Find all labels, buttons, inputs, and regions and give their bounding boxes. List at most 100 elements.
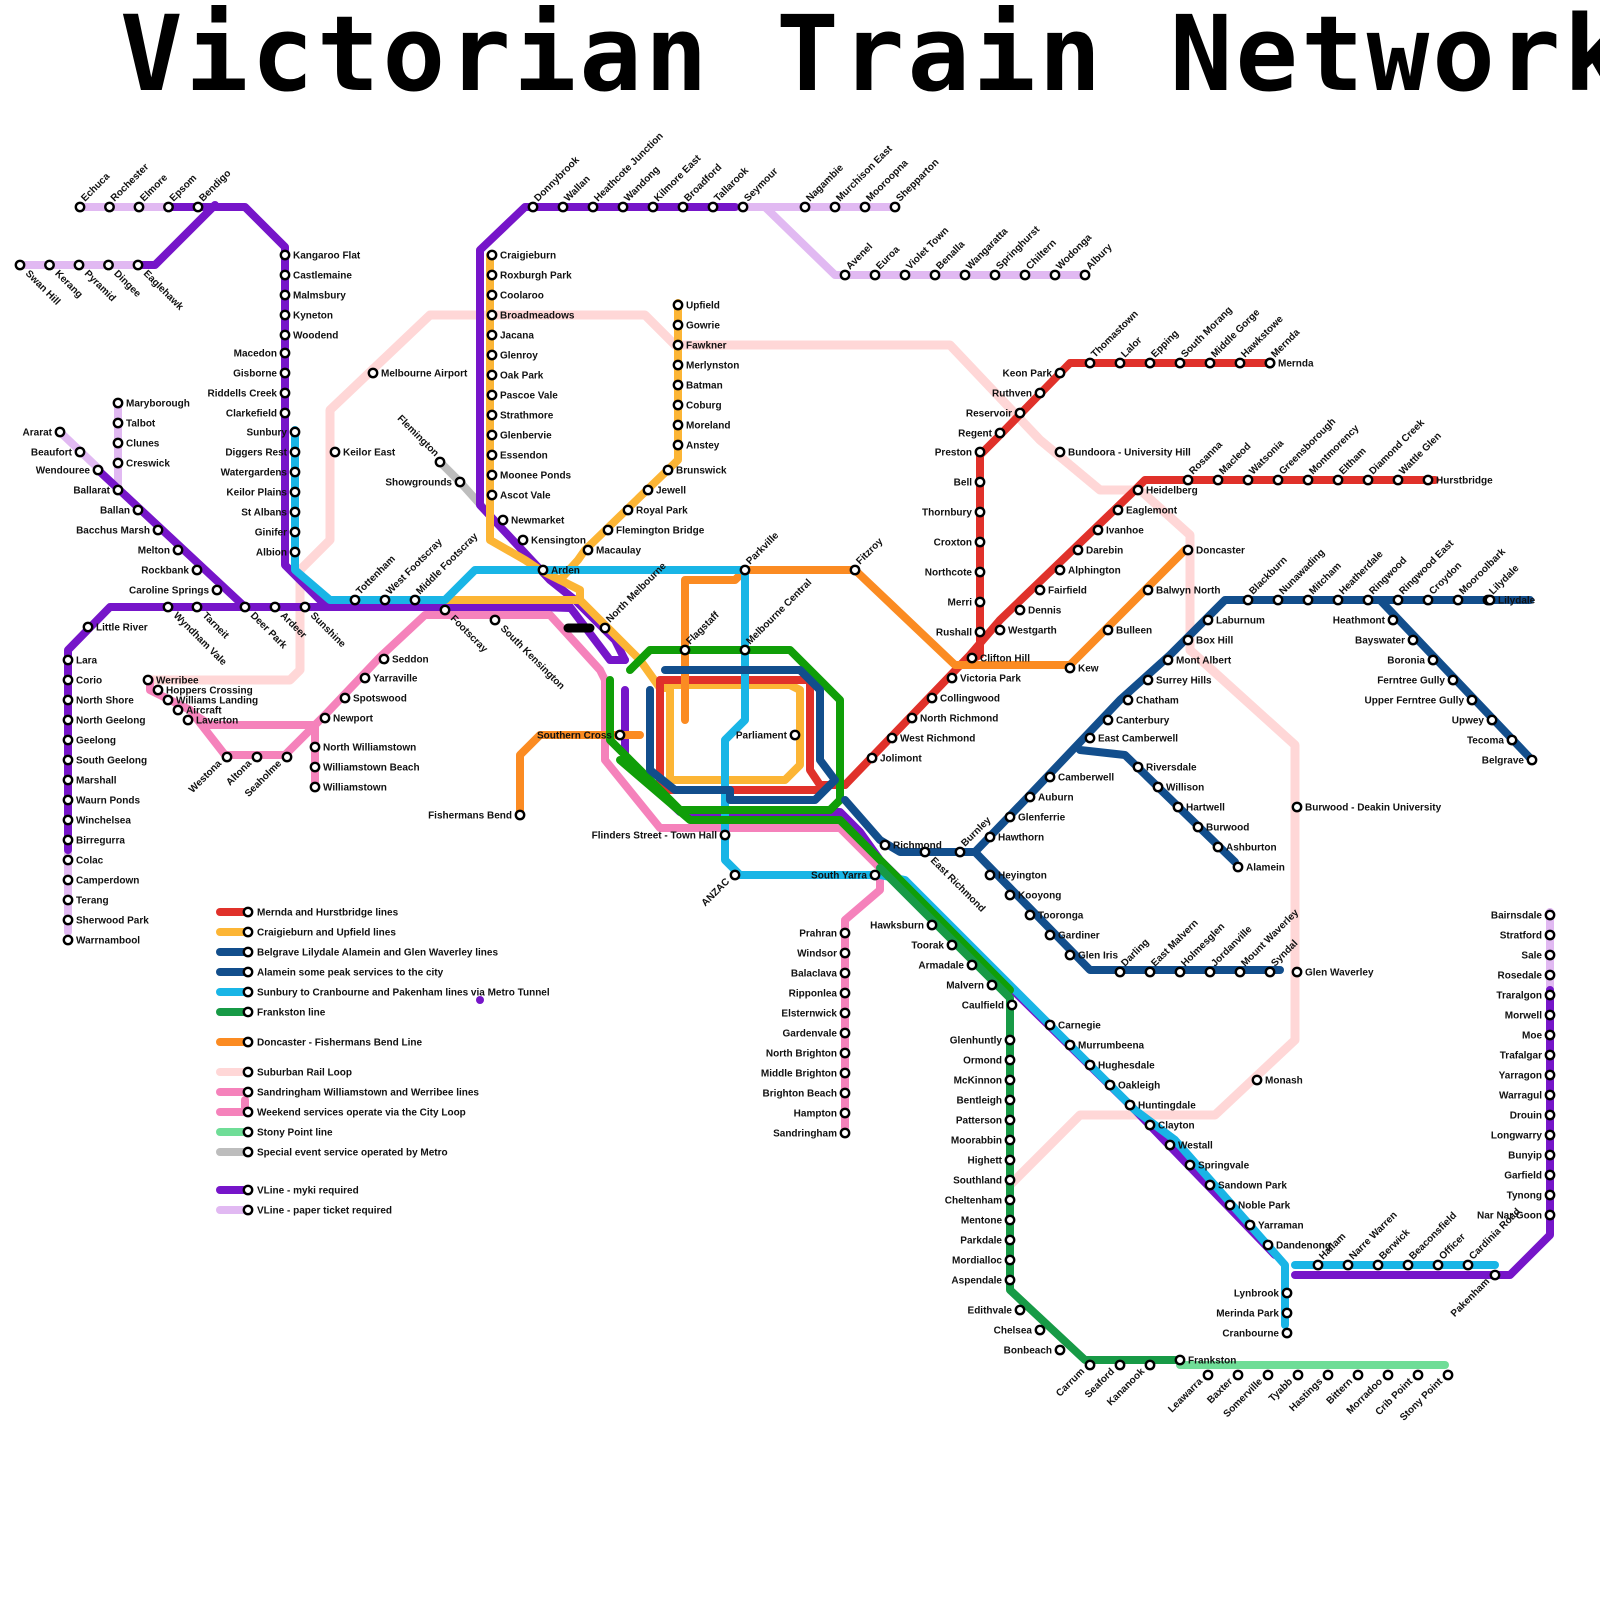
station-creswick[interactable]: [114, 459, 122, 467]
station-anstey[interactable]: [674, 441, 682, 449]
station-blackburn[interactable]: [1244, 596, 1252, 604]
station-huntingdale[interactable]: [1126, 1101, 1134, 1109]
station-newport[interactable]: [321, 714, 329, 722]
station-heathmont[interactable]: [1389, 616, 1397, 624]
station-elmore[interactable]: [135, 203, 143, 211]
station-warrnambool[interactable]: [64, 936, 72, 944]
station-monash[interactable]: [1253, 1076, 1261, 1084]
station-clifton-hill[interactable]: [968, 654, 976, 662]
station-caulfield[interactable]: [1008, 1001, 1016, 1009]
station-glenferrie[interactable]: [1006, 813, 1014, 821]
station-maryborough[interactable]: [114, 399, 122, 407]
station-morwell[interactable]: [1546, 1011, 1554, 1019]
station-collingwood[interactable]: [928, 694, 936, 702]
station-shepparton[interactable]: [891, 203, 899, 211]
station-deer-park[interactable]: [241, 603, 249, 611]
station-thomastown[interactable]: [1086, 359, 1094, 367]
station-gardiner[interactable]: [1046, 931, 1054, 939]
station-flemington[interactable]: [436, 458, 444, 466]
station-mernda[interactable]: [1266, 359, 1274, 367]
station-murchison-east[interactable]: [831, 203, 839, 211]
station-moorabbin[interactable]: [1006, 1136, 1014, 1144]
station-sunbury[interactable]: [291, 428, 299, 436]
station-ringwood[interactable]: [1364, 596, 1372, 604]
station-keilor-east[interactable]: [331, 448, 339, 456]
station-avenel[interactable]: [841, 271, 849, 279]
station-traralgon[interactable]: [1546, 991, 1554, 999]
station-broadmeadows[interactable]: [488, 311, 496, 319]
station-kilmore-east[interactable]: [649, 203, 657, 211]
station-auburn[interactable]: [1026, 793, 1034, 801]
station-macedon[interactable]: [281, 349, 289, 357]
station-glenhuntly[interactable]: [1006, 1036, 1014, 1044]
station-fitzroy[interactable]: [851, 566, 859, 574]
station-officer[interactable]: [1434, 1261, 1442, 1269]
station-rochester[interactable]: [105, 203, 113, 211]
station-north-geelong[interactable]: [64, 716, 72, 724]
station-glen-waverley[interactable]: [1293, 968, 1301, 976]
station-prahran[interactable]: [841, 929, 849, 937]
station-burwood[interactable]: [1194, 823, 1202, 831]
station-ginifer[interactable]: [291, 528, 299, 536]
station-malmsbury[interactable]: [281, 291, 289, 299]
station-diggers-rest[interactable]: [291, 448, 299, 456]
station-beaconsfield[interactable]: [1404, 1261, 1412, 1269]
station-glen-iris[interactable]: [1066, 951, 1074, 959]
station-bairnsdale[interactable]: [1546, 911, 1554, 919]
station-westall[interactable]: [1166, 1141, 1174, 1149]
station-bayswater[interactable]: [1409, 636, 1417, 644]
station-castlemaine[interactable]: [281, 271, 289, 279]
station-watergardens[interactable]: [291, 468, 299, 476]
station-parkdale[interactable]: [1006, 1236, 1014, 1244]
station-hurstbridge[interactable]: [1424, 476, 1432, 484]
station-stratford[interactable]: [1546, 931, 1554, 939]
station-jordanville[interactable]: [1206, 968, 1214, 976]
station-williamstown-beach[interactable]: [311, 763, 319, 771]
station-arden[interactable]: [539, 566, 547, 574]
station-tottenham[interactable]: [351, 596, 359, 604]
station-eaglehawk[interactable]: [134, 261, 142, 269]
station-parkville[interactable]: [741, 566, 749, 574]
station-windsor[interactable]: [841, 949, 849, 957]
station-thornbury[interactable]: [976, 508, 984, 516]
station-pyramid[interactable]: [75, 261, 83, 269]
station-armadale[interactable]: [968, 961, 976, 969]
station-donnybrook[interactable]: [529, 203, 537, 211]
station-ormond[interactable]: [1006, 1056, 1014, 1064]
station-carrum[interactable]: [1086, 1361, 1094, 1369]
station-seaholme[interactable]: [283, 753, 291, 761]
station-moonee-ponds[interactable]: [488, 471, 496, 479]
station-mentone[interactable]: [1006, 1216, 1014, 1224]
station-longwarry[interactable]: [1546, 1131, 1554, 1139]
station-lilydale[interactable]: [1486, 596, 1494, 604]
station-williamstown[interactable]: [311, 783, 319, 791]
station-mitcham[interactable]: [1304, 596, 1312, 604]
station-ballarat[interactable]: [114, 486, 122, 494]
station-south-kensington[interactable]: [491, 616, 499, 624]
station-little-river[interactable]: [84, 623, 92, 631]
station-yarragon[interactable]: [1546, 1071, 1554, 1079]
station-terang[interactable]: [64, 896, 72, 904]
station-ballan[interactable]: [134, 506, 142, 514]
station-camberwell[interactable]: [1046, 773, 1054, 781]
station-baxter[interactable]: [1234, 1371, 1242, 1379]
station-bunyip[interactable]: [1546, 1151, 1554, 1159]
station-nunawading[interactable]: [1274, 596, 1282, 604]
station-flemington-bridge[interactable]: [604, 526, 612, 534]
station-leawarra[interactable]: [1204, 1371, 1212, 1379]
station-croxton[interactable]: [976, 538, 984, 546]
station-keon-park[interactable]: [1056, 369, 1064, 377]
station-rockbank[interactable]: [193, 566, 201, 574]
station-drouin[interactable]: [1546, 1111, 1554, 1119]
station-fawkner[interactable]: [674, 341, 682, 349]
station-east-camberwell[interactable]: [1086, 734, 1094, 742]
station-sandown-park[interactable]: [1206, 1181, 1214, 1189]
station-croydon[interactable]: [1424, 596, 1432, 604]
station-diamond-creek[interactable]: [1364, 476, 1372, 484]
station-nar-nar-goon[interactable]: [1546, 1211, 1554, 1219]
station-laburnum[interactable]: [1204, 616, 1212, 624]
station-malvern[interactable]: [988, 981, 996, 989]
station-melton[interactable]: [174, 546, 182, 554]
station-highett[interactable]: [1006, 1156, 1014, 1164]
station-carnegie[interactable]: [1046, 1021, 1054, 1029]
